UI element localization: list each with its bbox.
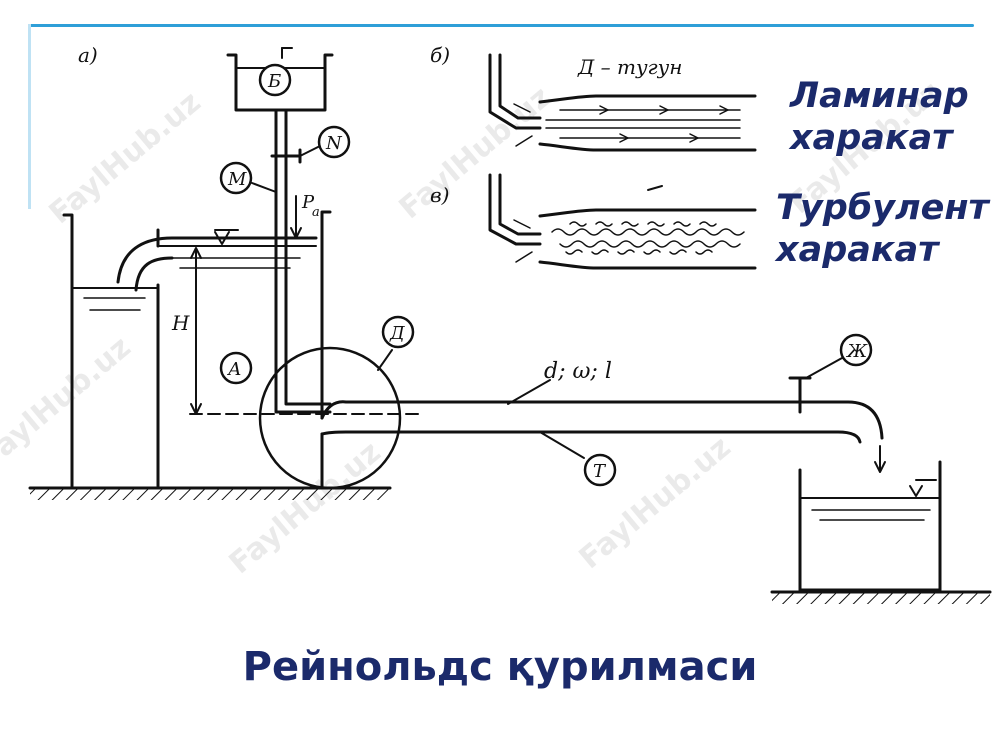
pressure-label: P: [301, 192, 315, 213]
top-accent-line: [28, 24, 974, 27]
node-d-label: Д: [389, 323, 405, 344]
tube-m-label: М: [227, 169, 247, 190]
pressure-subscript: a: [312, 205, 320, 220]
receiving-tank: [798, 460, 942, 592]
pipe-t-label: Т: [593, 461, 607, 482]
watermark-6: FaylHub.uz: [573, 430, 738, 576]
panel-b-label: б): [430, 43, 450, 67]
panel-v-label: в): [430, 183, 449, 207]
valve-zh-label: Ж: [845, 341, 868, 362]
height-label: H: [171, 311, 190, 335]
watermark-5: FaylHub.uz: [223, 435, 388, 581]
tube-m-marker: [219, 161, 253, 195]
dye-tube-m: [274, 108, 332, 414]
tank-a-label: А: [226, 359, 242, 380]
watermark-1: FaylHub.uz: [43, 85, 208, 231]
valve-n-label: N: [325, 133, 343, 154]
watermark-4: FaylHub.uz: [0, 330, 138, 476]
panel-a-label: а): [78, 43, 98, 67]
slide-title: Рейнольдс қурилмаси: [242, 644, 758, 690]
main-pipe: [320, 400, 886, 473]
left-accent-line: [28, 24, 31, 209]
node-d-circle: [258, 346, 402, 490]
node-d-marker: [381, 315, 415, 349]
laminar-label-line1: Ламинар: [790, 76, 969, 116]
turbulent-swirls: [551, 221, 745, 255]
turbulent-inset: [488, 173, 757, 270]
main-tank-a: [156, 210, 332, 490]
valve-zh-marker: [839, 333, 873, 367]
watermark-2: FaylHub.uz: [393, 80, 558, 226]
turbulent-label-line1: Турбулент: [776, 188, 989, 228]
feed-tank: [62, 213, 318, 488]
pipe-t-marker: [583, 453, 617, 487]
tank-a-marker: [219, 351, 253, 385]
laminar-inset: [488, 53, 757, 152]
turbulent-label-line2: харакат: [776, 230, 939, 270]
tank-b-marker: [258, 63, 292, 97]
tank-b-label: Б: [267, 71, 281, 92]
laminar-label-line2: харакат: [790, 118, 953, 158]
node-caption: Д – тугун: [577, 55, 682, 79]
pipe-params-label: d; ω; l: [544, 359, 612, 384]
valve-n-marker: [317, 125, 351, 159]
